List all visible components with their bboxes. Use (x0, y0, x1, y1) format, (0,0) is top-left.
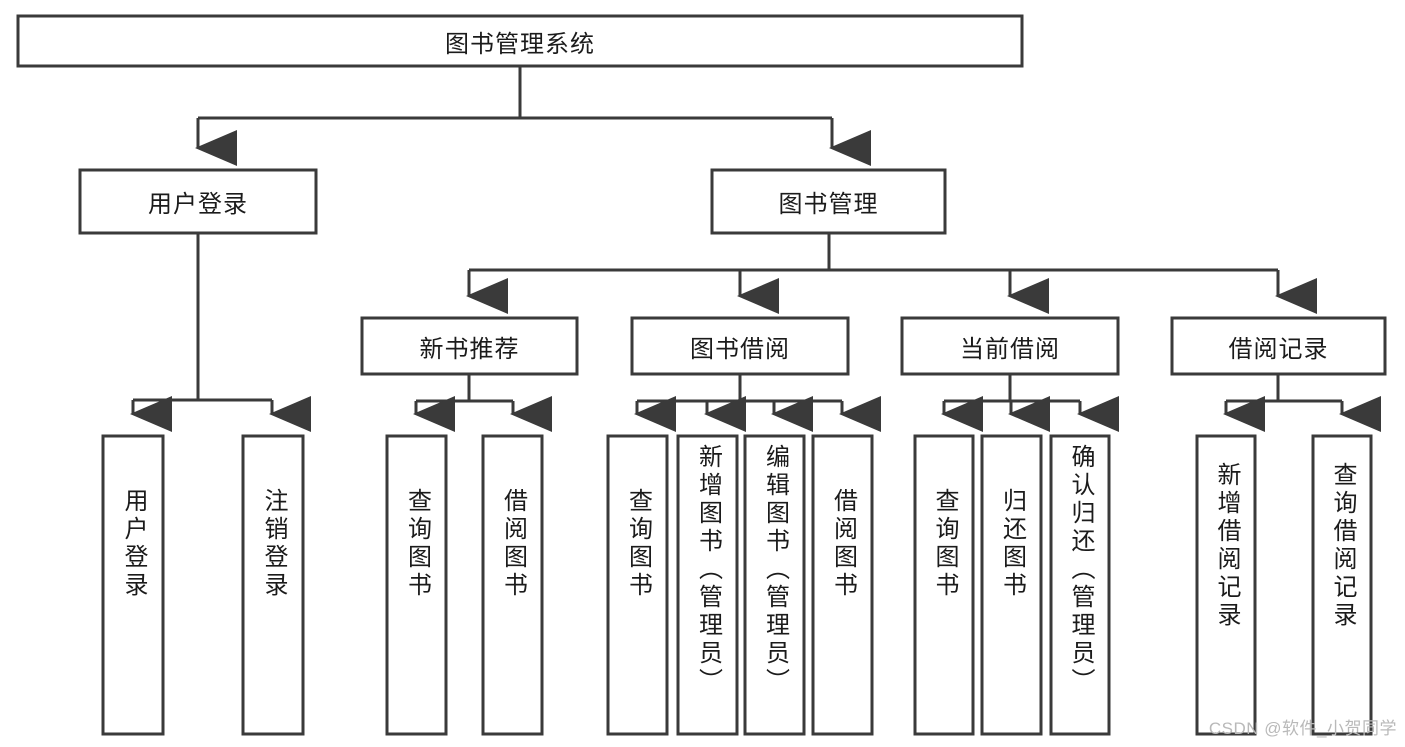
node-user-login[interactable] (78, 168, 318, 235)
connector-userlogin-to-leaves (130, 233, 311, 432)
leaf-box[interactable] (811, 434, 874, 736)
leaf-box[interactable] (1311, 434, 1373, 736)
node-borrow-record[interactable] (1170, 316, 1387, 376)
node-root[interactable] (16, 14, 1024, 68)
watermark: CSDN @软件_小贺同学 (1208, 719, 1397, 738)
connector-bookborrow-to-leaves (634, 374, 881, 432)
node-new-book-recommend[interactable] (360, 316, 579, 376)
connector-borrowrecord-to-leaves (1223, 374, 1381, 432)
node-book-borrow[interactable] (630, 316, 850, 376)
leaf-box[interactable] (481, 434, 544, 736)
node-current-borrow[interactable] (900, 316, 1120, 376)
connector-newbook-to-leaves (413, 374, 552, 432)
leaf-box[interactable] (241, 434, 305, 736)
connector-currentborrow-to-leaves (941, 374, 1119, 432)
leaf-box[interactable] (913, 434, 975, 736)
leaf-box[interactable] (385, 434, 448, 736)
node-book-management[interactable] (710, 168, 947, 235)
leaf-box[interactable] (1195, 434, 1257, 736)
connector-root-to-level2 (195, 66, 871, 166)
leaf-box[interactable] (1049, 434, 1111, 736)
leaf-box[interactable] (101, 434, 165, 736)
leaf-box[interactable] (743, 434, 806, 736)
leaf-box[interactable] (606, 434, 669, 736)
leaf-box[interactable] (980, 434, 1043, 736)
connector-bookmgmt-to-level3 (466, 233, 1317, 314)
leaf-box[interactable] (676, 434, 739, 736)
